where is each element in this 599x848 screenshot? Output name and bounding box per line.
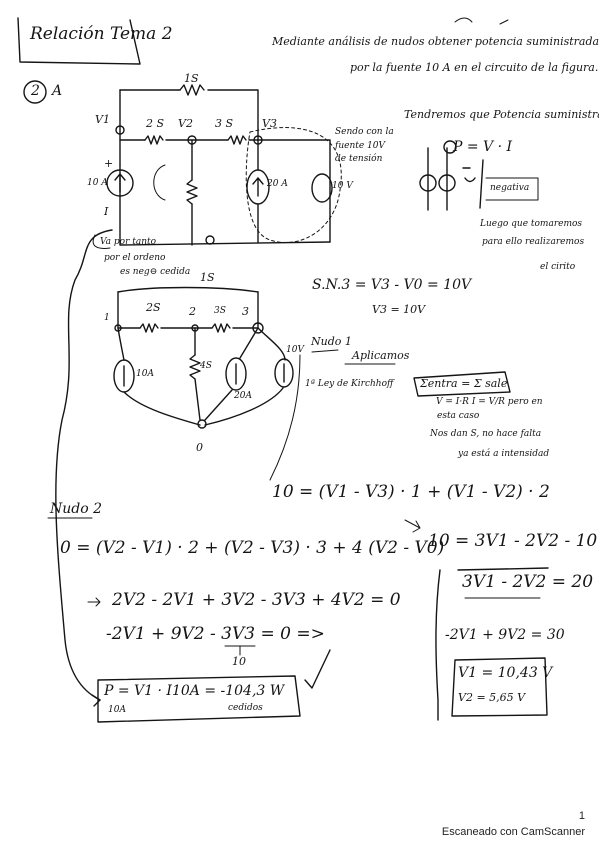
nudo1-kirchhoff: 1ª Ley de Kirchhoff [305, 379, 394, 389]
c1-resistor-12: 2 S [146, 117, 165, 130]
source-10a-symbol [106, 169, 134, 197]
nudo1-underline [311, 349, 339, 353]
system-equation-1: 10 = 3V1 - 2V2 - 10 [428, 531, 598, 551]
c2-resistor-23: 3S [214, 306, 226, 316]
source-10v-symbol [311, 173, 333, 203]
c2-ground-label: 0 [196, 441, 203, 454]
nudo1-boxed-equation: Σentra = Σ sale [420, 377, 508, 390]
left-note-2: por el ordeno [104, 253, 166, 263]
left-note-1: Va por tanto [100, 237, 157, 247]
eq2-box [457, 567, 549, 571]
loop-arrow [153, 164, 166, 201]
c1-node-v1: V1 [95, 113, 110, 126]
c2-node-2: 2 [189, 305, 196, 318]
c2-source-right: 10V [286, 345, 304, 355]
problem-number-circle [23, 80, 47, 104]
node-v1-dot [115, 125, 125, 135]
c2-resistor-12: 2S [146, 301, 161, 314]
c1-source-mid-label: 20 A [267, 179, 288, 189]
system-bracket [435, 569, 441, 721]
nudo1-note-4: ya está a intensidad [458, 449, 550, 459]
ground-2-dot [197, 419, 207, 429]
c1-top-resistor-label: 1S [184, 72, 199, 85]
right-note-3: el cirito [540, 262, 576, 272]
title-box [17, 17, 141, 65]
check-mark [304, 649, 331, 689]
source-20a-symbol [246, 169, 270, 205]
c2-source-20a [225, 357, 247, 391]
negativa-label: negativa [490, 183, 530, 193]
node-v3-dot [253, 135, 263, 145]
c1-source-left-label: 10 A [87, 178, 108, 188]
c2-source-mid: 20A [234, 391, 252, 401]
supernode-equation: S.N.3 = V3 - V0 = 10V [312, 277, 472, 293]
c2-source-10a [113, 359, 135, 393]
left-note-3: es neg⊖ cedida [120, 267, 191, 277]
c2-node-1: 1 [104, 313, 110, 323]
problem-part: A [52, 83, 63, 99]
answer-label: cedidos [228, 703, 263, 713]
nudo1-title: Nudo 1 [311, 335, 352, 348]
problem-number: 2 [31, 83, 40, 99]
nudo1-aplicamos: Aplicamos [352, 349, 410, 362]
c2-node-3: 3 [242, 305, 249, 318]
system-equation-3: -2V1 + 9V2 = 30 [445, 627, 565, 643]
brace-to-answer [55, 229, 113, 701]
nudo1-note-3: Nos dan S, no hace falta [430, 429, 542, 439]
nudo1-note-2: esta caso [437, 411, 480, 421]
c1-minus: I [104, 205, 109, 218]
answer-subscript: 10A [108, 705, 126, 715]
solution-v1: V1 = 10,43 V [458, 665, 553, 681]
nudo2-v3-substitution: 10 [232, 655, 246, 668]
right-note-heading: Tendremos que Potencia suministrada [404, 108, 599, 121]
nudo2-equation-1: 0 = (V2 - V1) · 2 + (V2 - V3) · 3 + 4 (V… [60, 538, 445, 558]
nudo1-equation: 10 = (V1 - V3) · 1 + (V1 - V2) · 2 [272, 482, 550, 502]
supernode-loop [245, 127, 342, 244]
negativa-brace [479, 159, 484, 209]
node-3-dot [252, 322, 264, 334]
supernode-polarity-note: Sendo con la fuente 10V de tensión [335, 127, 394, 164]
statement-line-1: Mediante análisis de nudos obtener poten… [272, 35, 599, 48]
c2-source-10v [274, 358, 294, 388]
power-formula: P = V · I [453, 139, 513, 155]
answer-power: P = V1 · I10A = -104,3 W [104, 683, 285, 699]
supernode-result: V3 = 10V [372, 303, 426, 316]
page-title: Relación Tema 2 [30, 24, 173, 44]
system-equation-2: 3V1 - 2V2 = 20 [462, 572, 594, 592]
c1-node-v2: V2 [178, 117, 193, 130]
c2-top-resistor: 1S [200, 271, 215, 284]
answer-box [97, 675, 301, 723]
nudo2-title: Nudo 2 [50, 501, 103, 517]
node-v2-dot [187, 135, 197, 145]
nudo2-equation-2: 2V2 - 2V1 + 3V2 - 3V3 + 4V2 = 0 [112, 590, 401, 610]
c2-resistor-2g: 4S [200, 361, 212, 371]
right-note-1: Luego que tomaremos [480, 219, 583, 229]
right-note-2: para ello realizaremos [482, 237, 585, 247]
solution-v2: V2 = 5,65 V [458, 691, 526, 704]
c2-source-left: 10A [136, 369, 154, 379]
ground-1-dot [205, 235, 215, 245]
page-number: 1 [578, 810, 585, 822]
c1-resistor-23: 3 S [215, 117, 234, 130]
solutions-box [451, 657, 548, 717]
circuit-1-wires [119, 84, 331, 246]
nudo1-note-1: V = I·R I = V/R pero en [436, 397, 543, 407]
nudo2-equation-3: -2V1 + 9V2 - 3V3 = 0 => [106, 624, 325, 644]
kirchhoff-box [413, 371, 511, 397]
c1-plus: + [104, 157, 114, 170]
statement-line-2: por la fuente 10 A en el circuito de la … [350, 61, 599, 74]
scanner-watermark: Escaneado con CamScanner [441, 826, 585, 838]
c1-node-v3: V3 [262, 117, 277, 130]
c1-source-right-label: 10 V [332, 181, 353, 191]
circuit-2-wires [117, 286, 286, 426]
